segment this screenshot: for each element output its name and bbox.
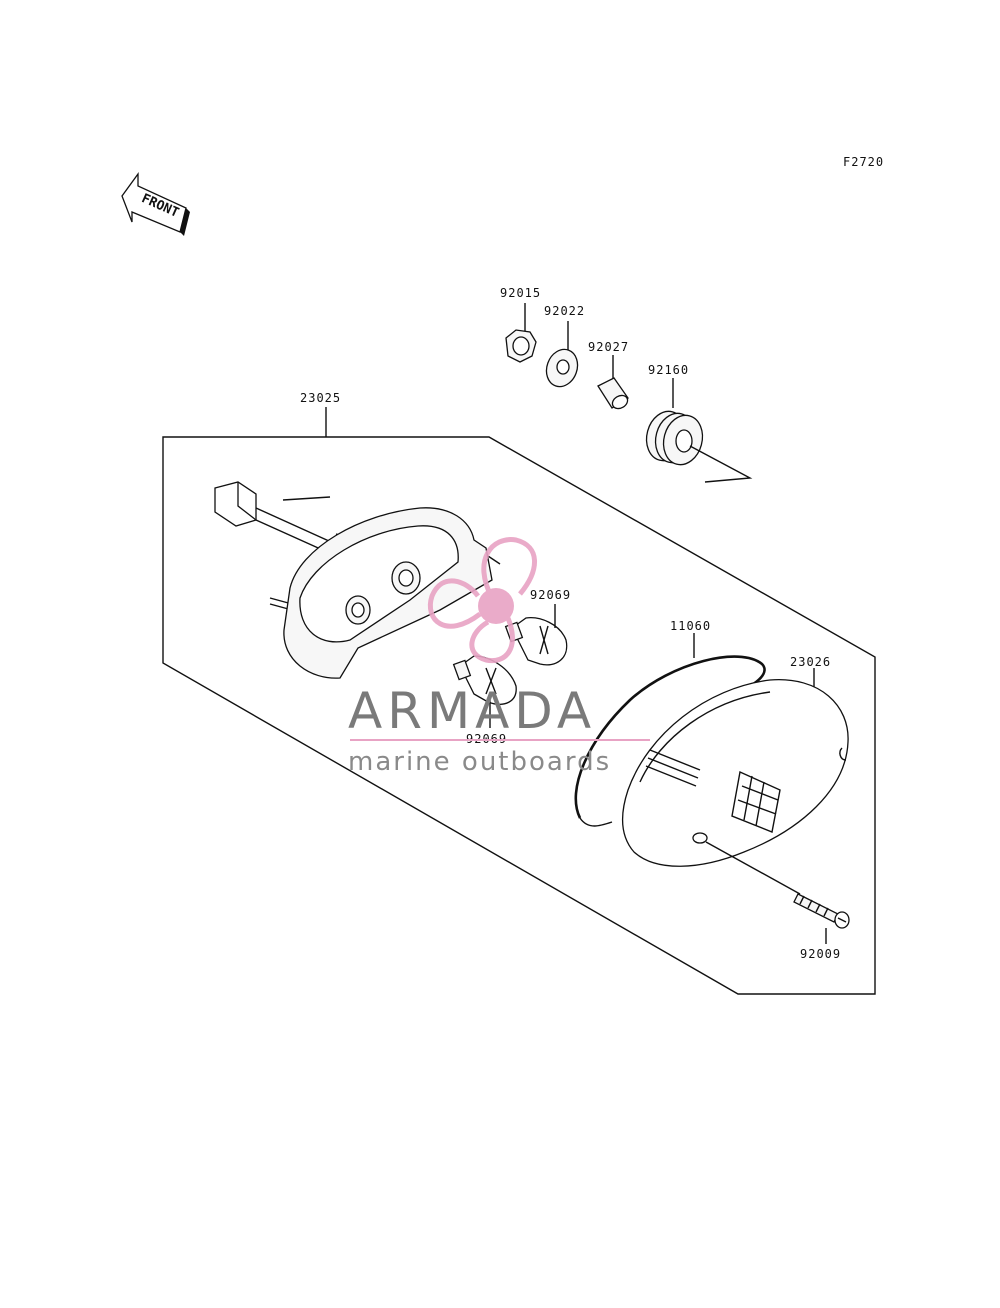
label-92015: 92015: [500, 286, 541, 300]
label-92009: 92009: [800, 947, 841, 961]
watermark-tagline: marine outboards: [348, 747, 611, 777]
damper-92160: [645, 378, 753, 483]
label-11060: 11060: [670, 619, 711, 633]
label-92069-upper: 92069: [530, 588, 571, 602]
collar-92027: [597, 355, 629, 410]
front-arrow-icon: FRONT: [121, 172, 190, 236]
nut-92015: [505, 303, 537, 363]
screw-92009: [793, 893, 850, 944]
bulb-92069-lower: [452, 655, 517, 728]
label-92027: 92027: [588, 340, 629, 354]
label-23025: 23025: [300, 391, 341, 405]
watermark-brand: ARMADA: [348, 682, 596, 740]
tail-light-housing: [214, 481, 501, 679]
lens-23026: [621, 668, 849, 895]
label-92160: 92160: [648, 363, 689, 377]
gasket-11060: [574, 633, 766, 827]
washer-92022: [545, 321, 579, 388]
armada-logo-icon: [427, 537, 537, 664]
label-92022: 92022: [544, 304, 585, 318]
assembly-23025-frame: [162, 436, 876, 995]
figure-code: F2720: [843, 155, 884, 169]
label-23026: 23026: [790, 655, 831, 669]
